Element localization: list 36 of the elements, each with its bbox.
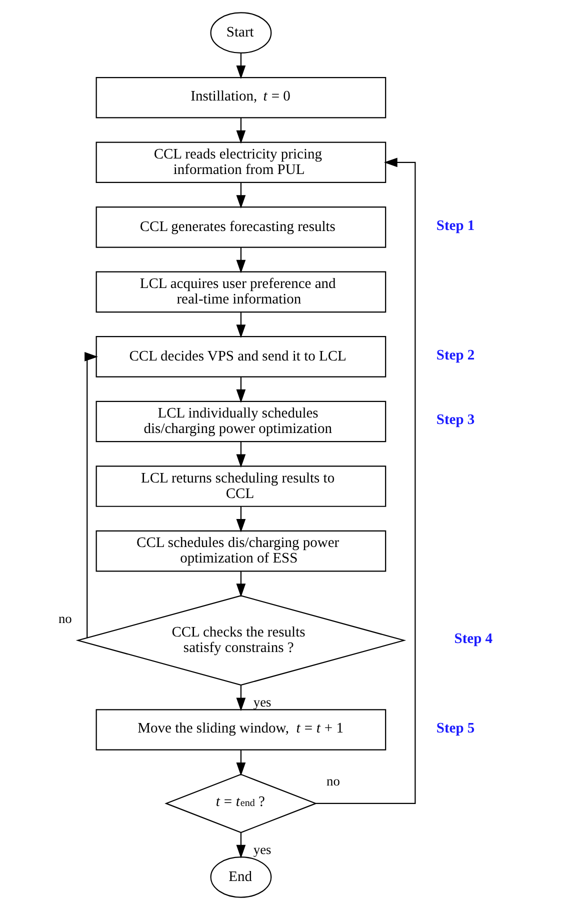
arrow [236,832,246,858]
arrow [236,52,246,79]
arrow [236,312,246,338]
arrow [236,571,246,598]
node-box: CCL reads electricity pricing information from PUL [96,142,386,184]
node-box: CCL decides VPS and send it to LCL [96,336,386,378]
arrow [236,247,246,274]
arrow [316,158,416,804]
label: Step 4 [454,631,493,648]
node-ellipse: Start [210,12,272,54]
arrow [84,352,98,638]
edge-label: no [326,774,340,789]
arrow [236,376,246,403]
node-box: CCL schedules dis/charging power optimization of ESS [96,530,386,572]
node-diamond: CCL checks the results satisfy constrains ? [76,595,406,686]
arrow [236,182,246,208]
arrow [236,750,246,776]
label: Step 3 [436,412,475,428]
node-box: LCL acquires user preference and real-time information [96,271,386,313]
label: Step 5 [436,720,475,736]
node-box: Instillation, t = 0 [96,76,386,118]
node-diamond: t = tend ? [164,774,318,834]
arrow [236,118,246,144]
node-ellipse: End [210,856,272,898]
edge-label: yes [253,842,272,857]
label: Step 2 [436,347,475,364]
node-box: Move the sliding window, t = t + 1 [96,709,386,750]
label: Step 1 [436,218,475,234]
node-box: CCL generates forecasting results [96,206,386,248]
edge-label: yes [253,694,272,710]
arrow [236,685,246,712]
arrow [236,506,246,532]
arrow [236,442,246,468]
node-box: LCL returns scheduling results to CCL [96,466,386,507]
edge-label: no [58,611,72,626]
node-box: LCL individually schedules dis/charging power optimization [96,400,386,442]
